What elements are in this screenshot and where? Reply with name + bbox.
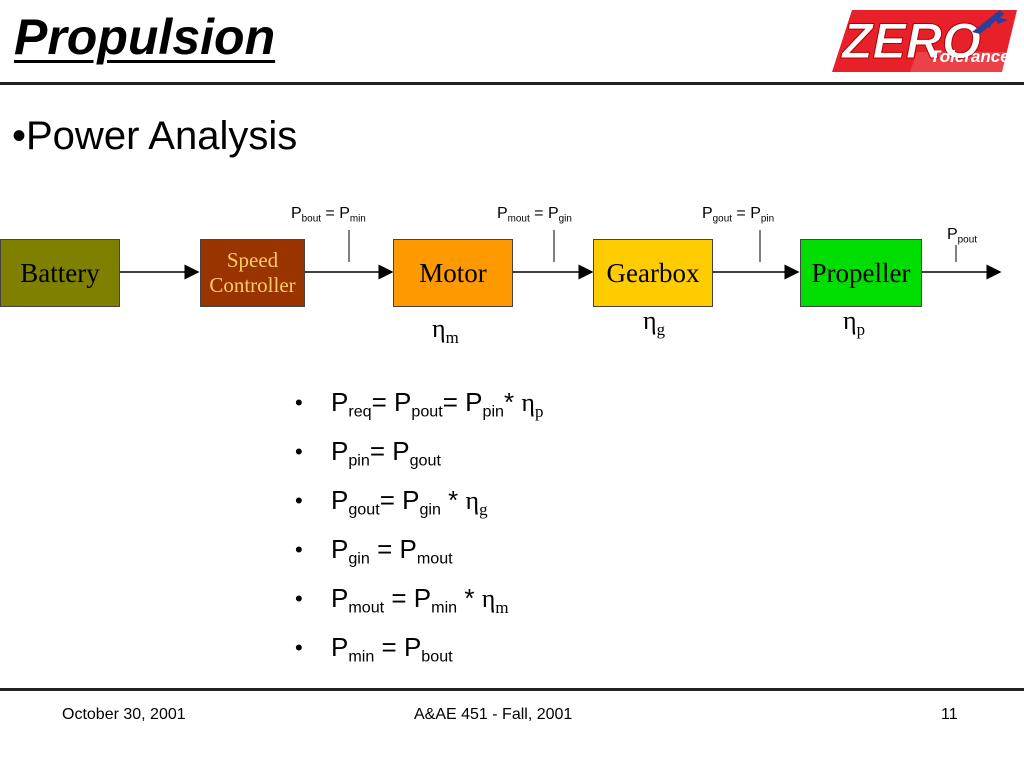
footer-divider [0,688,1024,691]
logo-text-sub: Tolerance [930,47,1010,66]
jet-icon [972,10,1008,34]
equation-item: •Pgout= Pgin * ηg [295,485,488,519]
logo-text-main: ZERO [840,13,981,69]
power-label-battery-out: Pbout = Pmin [291,205,366,225]
title-divider [0,82,1024,85]
battery-label: Battery [20,257,100,288]
propeller-efficiency: ηp [843,306,866,339]
equation-item: •Preq= Ppout= Ppin* ηp [295,387,544,421]
speed-controller-label-line2: Controller [209,273,296,297]
footer-page-number: 11 [941,706,958,723]
motor-block: Motor [393,239,513,307]
equation: Pmout = Pmin * ηm [331,583,509,617]
equation: Pmin = Pbout [331,632,453,666]
footer-date: October 30, 2001 [62,706,186,723]
gearbox-efficiency: ηg [643,306,666,339]
equation: Pgout= Pgin * ηg [331,485,488,519]
page-title: Propulsion [14,9,276,65]
equation: Preq= Ppout= Ppin* ηp [331,387,544,421]
motor-efficiency: ηm [432,314,459,347]
equation-item: •Pgin = Pmout [295,534,453,568]
equation-item: •Pmin = Pbout [295,632,453,666]
power-label-gearbox-out: Pgout = Ppin [702,205,775,225]
section-heading: •Power Analysis [12,114,298,158]
gearbox-block: Gearbox [593,239,713,307]
power-label-motor-out: Pmout = Pgin [497,205,572,225]
motor-label: Motor [419,257,487,288]
battery-block: Battery [0,239,120,307]
propeller-label: Propeller [811,257,911,288]
power-label-propeller-out: Ppout [947,226,977,246]
equation-list: •Preq= Ppout= Ppin* ηp •Ppin= Pgout •Pgo… [295,378,543,672]
speed-controller-label-line1: Speed [226,247,279,272]
equation-item: •Ppin= Pgout [295,436,441,470]
propeller-block: Propeller [800,239,922,307]
equation-item: •Pmout = Pmin * ηm [295,583,509,617]
gearbox-label: Gearbox [606,257,700,288]
footer-course: A&AE 451 - Fall, 2001 [414,706,573,723]
speed-controller-block: Speed Controller [200,239,305,307]
zero-tolerance-logo: ZERO Tolerance [832,10,1017,72]
power-flow-diagram [120,230,1002,280]
equation: Pgin = Pmout [331,534,453,568]
equation: Ppin= Pgout [331,436,441,470]
